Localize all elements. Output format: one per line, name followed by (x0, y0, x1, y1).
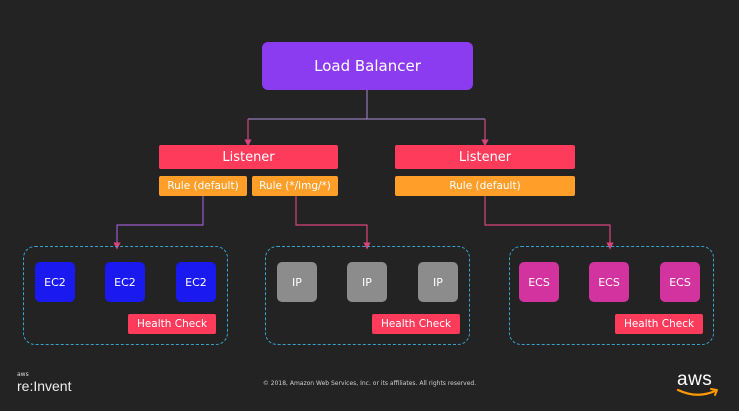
reinvent-logo: aws re:Invent (17, 372, 71, 394)
copyright-notice: © 2018, Amazon Web Services, Inc. or its… (262, 380, 477, 387)
listener-2: Listener (395, 145, 575, 169)
aws-logo-text: aws (677, 369, 713, 390)
health-check-ip: Health Check (372, 314, 460, 334)
aws-logo: aws (675, 369, 723, 399)
target-group-ecs (509, 246, 714, 345)
ip-target-2: IP (347, 262, 387, 302)
rule-img: Rule (*/img/*) (252, 176, 338, 196)
connector-rule-default-to-ec2 (113, 196, 204, 250)
load-balancer: Load Balancer (262, 42, 473, 90)
ip-target-1: IP (277, 262, 317, 302)
health-check-ec2: Health Check (128, 314, 216, 334)
connector-rule-img-to-ip (295, 196, 371, 250)
ecs-target-1: ECS (519, 262, 559, 302)
health-check-ecs: Health Check (615, 314, 703, 334)
reinvent-logo-aws: aws (17, 371, 29, 378)
ecs-target-3: ECS (660, 262, 700, 302)
reinvent-logo-text: re:Invent (17, 378, 72, 394)
ip-target-3: IP (418, 262, 458, 302)
target-group-ec2 (23, 246, 228, 345)
rule-default-1: Rule (default) (159, 176, 247, 196)
aws-smile-icon (676, 388, 718, 396)
target-group-ip (265, 246, 470, 345)
ec2-target-2: EC2 (105, 262, 145, 302)
connector-rule-default-to-ecs (484, 196, 614, 250)
listener-1: Listener (159, 145, 338, 169)
ec2-target-1: EC2 (35, 262, 75, 302)
ec2-target-3: EC2 (176, 262, 216, 302)
ecs-target-2: ECS (589, 262, 629, 302)
rule-default-2: Rule (default) (395, 176, 575, 196)
connector-lb-to-listeners (248, 90, 485, 120)
